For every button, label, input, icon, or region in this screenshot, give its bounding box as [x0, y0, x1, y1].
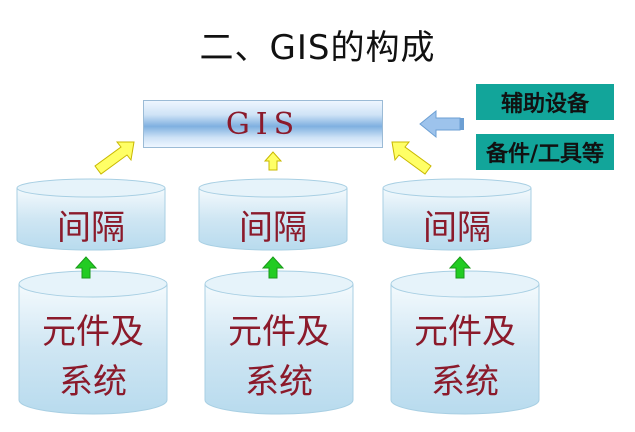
component-label-line1: 元件及 [414, 312, 516, 352]
component-label-line2: 系统 [59, 362, 127, 402]
up-arrow-3 [448, 256, 472, 279]
bay-label: 间隔 [57, 208, 125, 248]
component-label-line1: 元件及 [42, 312, 144, 352]
bay-cylinder-3: 间隔 [382, 178, 532, 252]
cylinder-shape [198, 178, 348, 251]
component-cylinder-1: 元件及 系统 [18, 270, 168, 416]
diag-arrow-right [391, 141, 432, 175]
cylinder-shape [382, 178, 532, 251]
up-arrow-1 [74, 256, 98, 279]
cylinder-shape [16, 178, 166, 251]
side-arrow-tail [460, 118, 464, 130]
bay-cylinder-2: 间隔 [198, 178, 348, 252]
component-label-line1: 元件及 [228, 312, 330, 352]
up-arrow-center [263, 151, 283, 171]
cylinder-shape [204, 270, 354, 415]
side-arrow [419, 109, 461, 139]
up-arrow-2 [261, 256, 285, 279]
bay-label: 间隔 [423, 208, 491, 248]
component-cylinder-2: 元件及 系统 [204, 270, 354, 416]
bay-label: 间隔 [239, 208, 307, 248]
page-title: 二、GIS的构成 [199, 28, 436, 68]
gis-bar: GIS [143, 100, 383, 148]
spare-parts-box: 备件/工具等 [476, 134, 614, 170]
component-cylinder-3: 元件及 系统 [390, 270, 540, 416]
auxiliary-equipment-box: 辅助设备 [476, 84, 614, 120]
bay-cylinder-1: 间隔 [16, 178, 166, 252]
component-label-line2: 系统 [431, 362, 499, 402]
component-label-line2: 系统 [245, 362, 313, 402]
gis-label: GIS [225, 106, 301, 142]
diag-arrow-left [94, 141, 135, 175]
cylinder-shape [390, 270, 540, 415]
cylinder-shape [18, 270, 168, 415]
